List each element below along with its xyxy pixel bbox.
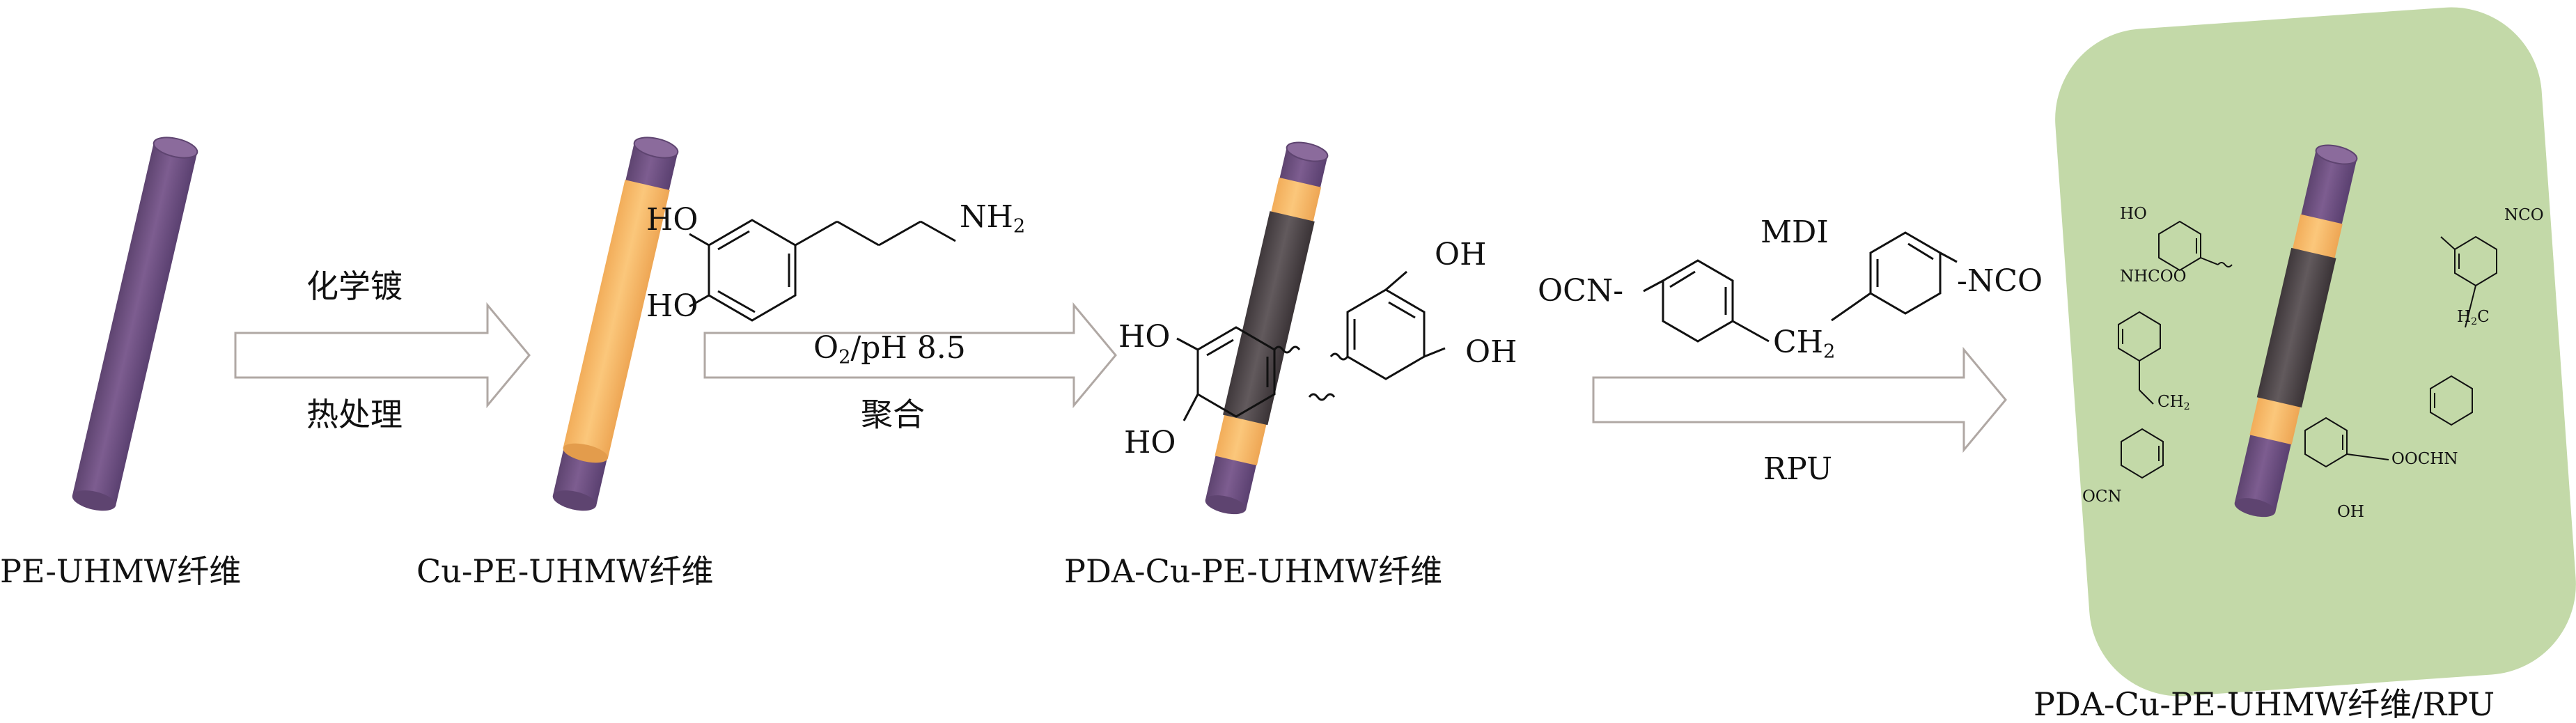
label-fiber-cu-pe-uhmw: Cu-PE-UHMW纤维 [416, 552, 714, 590]
label-rpu-oocnh: OOCHN [2391, 450, 2458, 468]
pda-rings [1176, 270, 1446, 421]
mdi-structure [1643, 231, 1958, 343]
label-dopamine-ho-bottom: HO [646, 288, 698, 324]
label-pda-ho-bottom: HO [1124, 425, 1176, 460]
label-fiber-pda-cu-pe-uhmw: PDA-Cu-PE-UHMW纤维 [1064, 552, 1443, 590]
label-pda-oh-top: OH [1435, 237, 1487, 272]
label-mdi-ch2: CH2 [1773, 325, 1836, 363]
arrow-step1 [234, 302, 531, 409]
label-step3-mdi: MDI [1761, 215, 1829, 250]
label-step2-condition: O2/pH 8.5 [813, 330, 966, 368]
fiber-cu-pe-uhmw [552, 137, 679, 511]
label-pda-ho-left: HO [1118, 319, 1171, 355]
label-rpu-nco: NCO [2504, 206, 2544, 224]
dopamine-structure [689, 219, 956, 322]
label-fiber-pe-uhmw: PE-UHMW纤维 [0, 552, 242, 590]
label-mdi-nco: -NCO [1957, 263, 2043, 299]
label-step1-bottom: 热处理 [306, 396, 403, 433]
rpu-structures [2118, 220, 2497, 479]
label-rpu-ho: HO [2120, 205, 2147, 223]
label-step2-bottom: 聚合 [861, 396, 925, 433]
label-rpu-ch2-left: CH2 [2157, 393, 2190, 412]
label-step1-top: 化学镀 [306, 267, 403, 305]
label-rpu-nhcoo: NHCOO [2120, 267, 2187, 286]
arrow-step3 [1592, 346, 2007, 453]
arrow-step2 [703, 302, 1117, 409]
label-mdi-ocn: OCN- [1538, 273, 1624, 309]
label-dopamine-ho-top: HO [646, 202, 698, 238]
fiber-pe-uhmw [72, 137, 198, 511]
label-step3-rpu: RPU [1763, 451, 1833, 487]
label-rpu-oh: OH [2337, 503, 2364, 521]
label-pda-oh-right: OH [1465, 334, 1517, 370]
label-fiber-pda-cu-pe-uhmw-rpu: PDA-Cu-PE-UHMW纤维/RPU [2034, 685, 2495, 723]
fiber-pda-cu-pe-uhmw [1205, 141, 1329, 515]
label-rpu-ocn: OCN [2082, 488, 2122, 506]
label-dopamine-nh2: NH2 [960, 199, 1026, 238]
rpu-background-panel [2055, 7, 2576, 697]
label-rpu-h2c: H2C [2457, 308, 2490, 327]
fiber-pda-cu-pe-uhmw-rpu [2234, 144, 2358, 518]
